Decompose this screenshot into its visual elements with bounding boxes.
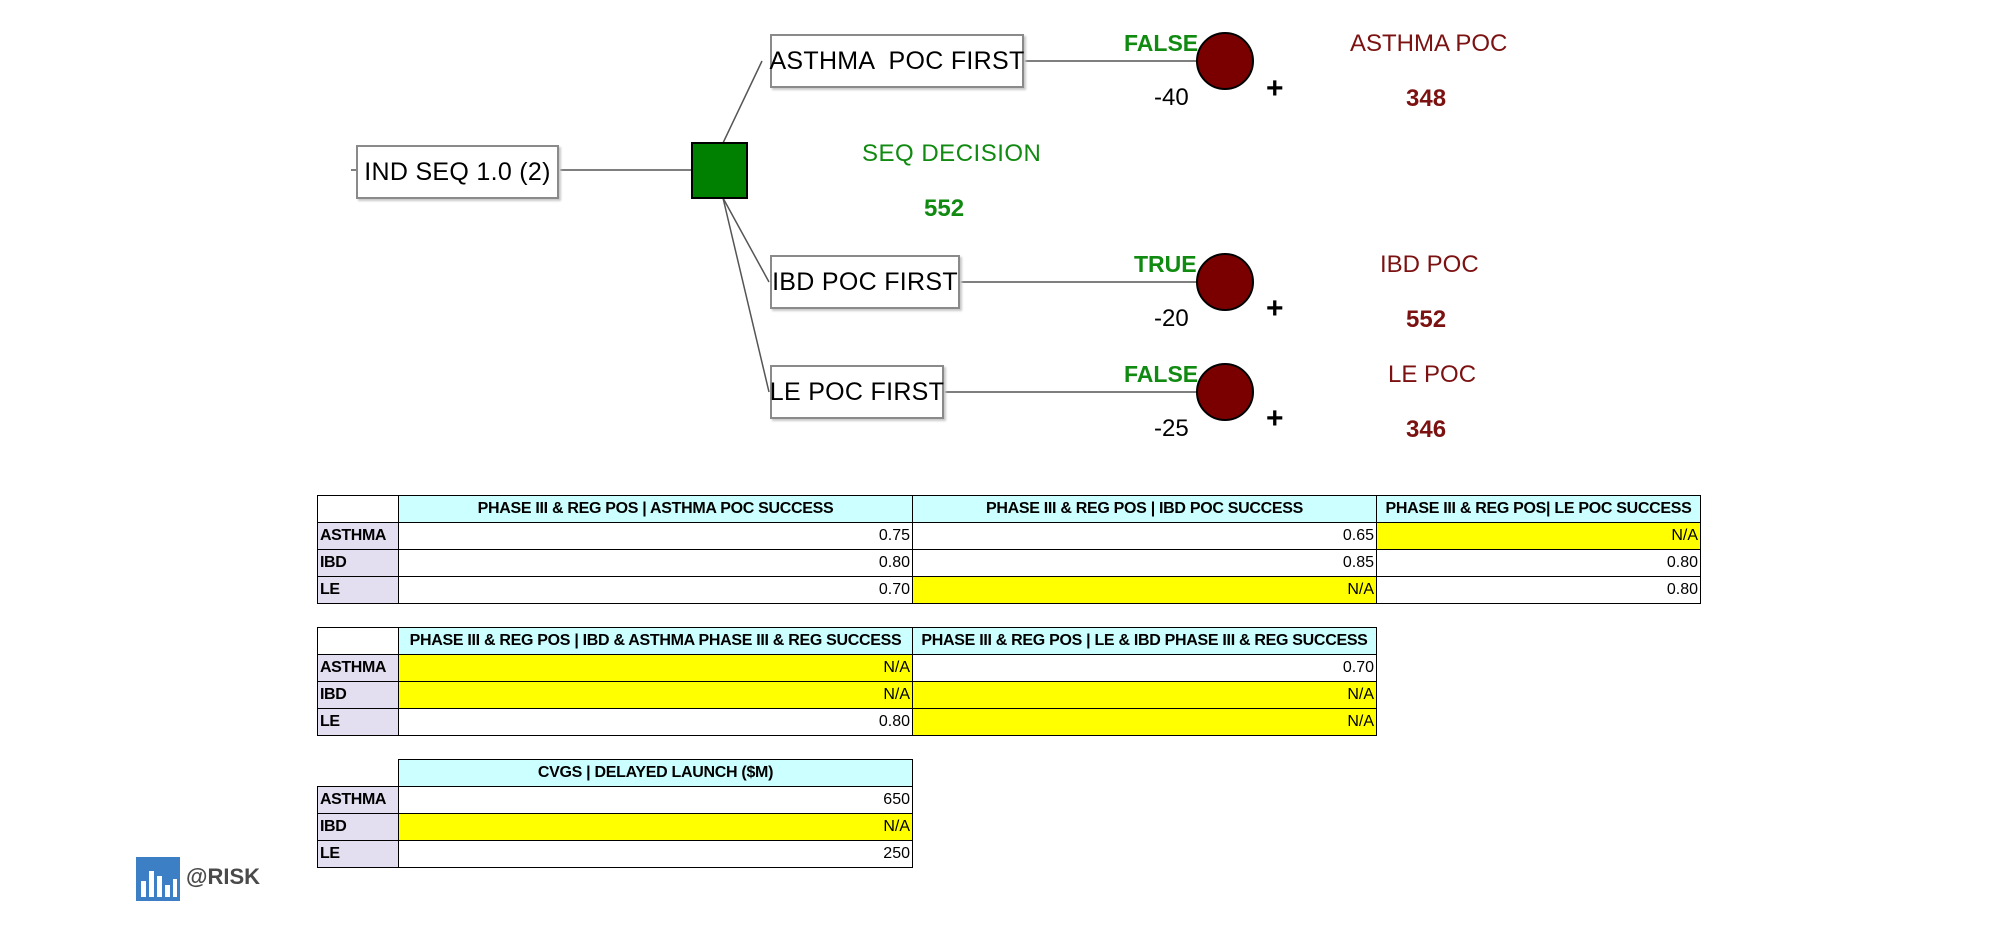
bar-chart-logo-icon [136,857,180,901]
branch-node-asthma[interactable]: ASTHMA POC FIRST [769,34,1025,88]
table-row: ASTHMA 650 [317,786,913,814]
table-corner-cell [317,627,399,655]
branch-line-2 [722,197,770,283]
decision-node-icon[interactable] [691,142,748,199]
row-label: IBD [317,813,399,841]
table-cell-na[interactable]: N/A [398,654,913,682]
row-label: ASTHMA [317,522,399,550]
branch-flag: FALSE [1124,361,1199,387]
root-node[interactable]: IND SEQ 1.0 (2) [356,145,559,199]
table-row: IBD N/A [317,813,913,841]
table-row: LE 0.80 N/A [317,708,1377,736]
column-header: PHASE III & REG POS| LE POC SUCCESS [1376,495,1701,523]
table-row: ASTHMA N/A 0.70 [317,654,1377,682]
table-cell[interactable]: 0.75 [398,522,913,550]
outcome-value: 348 [1406,85,1447,112]
decision-tree-connectors [351,32,1254,421]
branch-line-1 [722,60,763,144]
logo-text: @RISK [186,864,261,889]
chance-node-icon-2[interactable] [1196,253,1254,311]
row-label: ASTHMA [317,654,399,682]
branch-label: LE POC FIRST [769,377,945,406]
table-cell[interactable]: 0.85 [912,549,1377,577]
row-label: LE [317,840,399,868]
branch-node-ibd[interactable]: IBD POC FIRST [770,255,960,309]
table-cell-na[interactable]: N/A [398,813,913,841]
table-header-row: CVGS | DELAYED LAUNCH ($M) [318,759,913,787]
table-row: LE 250 [317,840,913,868]
outcome-label: LE POC [1388,361,1477,388]
table-cell[interactable]: 0.70 [398,576,913,604]
table-cell[interactable]: 0.70 [912,654,1377,682]
table-cell[interactable]: 0.80 [398,708,913,736]
branch-line-3 [722,197,770,393]
row-label: LE [317,708,399,736]
branch-cost: -20 [1154,305,1189,332]
table-corner-cell [317,495,399,523]
column-header: PHASE III & REG POS | IBD POC SUCCESS [912,495,1377,523]
branch-node-le[interactable]: LE POC FIRST [770,365,944,419]
pos-table-phase3-success: PHASE III & REG POS | IBD & ASTHMA PHASE… [317,627,1377,736]
row-label: IBD [317,681,399,709]
outcome-label: ASTHMA POC [1350,30,1508,57]
table-cell[interactable]: 0.80 [398,549,913,577]
column-header: CVGS | DELAYED LAUNCH ($M) [398,759,913,787]
table-cell[interactable]: 0.80 [1376,549,1701,577]
row-label: LE [317,576,399,604]
branch-cost: -40 [1154,84,1189,111]
table-cell-na[interactable]: N/A [398,681,913,709]
table-row: IBD 0.80 0.85 0.80 [317,549,1701,577]
column-header: PHASE III & REG POS | ASTHMA POC SUCCESS [398,495,913,523]
row-label: ASTHMA [317,786,399,814]
branch-flag: TRUE [1134,251,1197,277]
table-row: LE 0.70 N/A 0.80 [317,576,1701,604]
pos-table-poc-success: PHASE III & REG POS | ASTHMA POC SUCCESS… [317,495,1701,604]
table-cell[interactable]: 650 [398,786,913,814]
table-cell[interactable]: 250 [398,840,913,868]
table-cell-na[interactable]: N/A [1376,522,1701,550]
cvgs-table: CVGS | DELAYED LAUNCH ($M) ASTHMA 650 IB… [317,759,913,868]
table-header-row: PHASE III & REG POS | IBD & ASTHMA PHASE… [317,627,1377,655]
column-header: PHASE III & REG POS | LE & IBD PHASE III… [912,627,1377,655]
table-cell-na[interactable]: N/A [912,708,1377,736]
table-cell[interactable]: 0.65 [912,522,1377,550]
branch-label: ASTHMA POC FIRST [769,46,1025,75]
table-row: IBD N/A N/A [317,681,1377,709]
table-row: ASTHMA 0.75 0.65 N/A [317,522,1701,550]
branch-flag: FALSE [1124,30,1199,56]
table-cell-na[interactable]: N/A [912,681,1377,709]
column-header: PHASE III & REG POS | IBD & ASTHMA PHASE… [398,627,913,655]
outcome-value: 346 [1406,416,1447,443]
plus-sign: + [1266,72,1284,105]
row-label: IBD [317,549,399,577]
branch-label: IBD POC FIRST [772,267,958,296]
chance-node-icon-3[interactable] [1196,363,1254,421]
table-header-row: PHASE III & REG POS | ASTHMA POC SUCCESS… [317,495,1701,523]
outcome-label: IBD POC [1380,251,1479,278]
branch-cost: -25 [1154,415,1189,442]
plus-sign: + [1266,292,1284,325]
root-node-label: IND SEQ 1.0 (2) [364,157,551,186]
plus-sign: + [1266,402,1284,435]
table-cell[interactable]: 0.80 [1376,576,1701,604]
table-corner-cell [318,760,399,787]
decision-label: SEQ DECISION [862,140,1042,167]
outcome-value: 552 [1406,306,1447,333]
decision-value: 552 [924,195,965,222]
table-cell-na[interactable]: N/A [912,576,1377,604]
chance-node-icon-1[interactable] [1196,32,1254,90]
